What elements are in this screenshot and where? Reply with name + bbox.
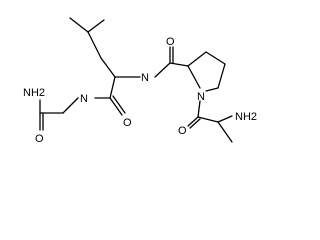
bond-ring-n-to-carbonyl [197, 100, 201, 118]
bond-ring-cb-to-cg [205, 51, 226, 65]
atom-o-leu-label: O [123, 117, 132, 129]
molecule-structure-diagram: O N N O NH2 N O NH2 O [23, 17, 257, 145]
bond-ala-carbonyl-o [187, 116, 199, 127]
bond-ala-alpha-to-methyl [217, 121, 233, 143]
bond-ring-cd-to-n [205, 87, 219, 92]
bond-ring-alpha-to-n [187, 65, 201, 89]
bond-leu-alpha-to-carbonyl [109, 76, 116, 99]
pyrrolidine-ring [187, 51, 226, 92]
glycinamide-fragment [39, 97, 79, 131]
leucine-side-chain [69, 17, 116, 78]
bond-n-to-gly-ch2 [62, 97, 79, 114]
bond-ala-alpha-to-nh2 [217, 115, 233, 123]
atom-nh2-gly-label: NH2 [23, 87, 45, 99]
alanyl-fragment [187, 100, 233, 143]
atom-nh2-ala-label: NH2 [235, 111, 257, 123]
proline-carbonyl [154, 46, 189, 78]
bond-isobutyl-ch2 [100, 57, 116, 78]
bond-amide-n-to-carbonyl [154, 62, 171, 78]
bond-leu-carbonyl-o [109, 97, 123, 116]
bond-ala-carbonyl-o-double [189, 118, 201, 129]
atom-o-ala-label: O [178, 125, 187, 137]
bond-isobutyl-ch [87, 31, 102, 59]
atom-o-top-label: O [166, 36, 175, 48]
leucine-backbone [94, 76, 141, 116]
bond-carbonyl-to-pro-alpha [169, 62, 189, 67]
bond-isobutyl-methyl-right [87, 19, 105, 33]
atom-o-gly-label: O [35, 133, 44, 145]
bond-isobutyl-methyl-left [69, 17, 89, 33]
bond-ring-alpha-to-cb [187, 51, 207, 67]
bond-leu-carbonyl-o-double [112, 95, 126, 114]
atom-n-amide-top-label: N [141, 72, 149, 84]
atom-n-leu-label: N [80, 93, 88, 105]
bond-ala-carbonyl-to-alpha [197, 116, 219, 123]
atom-n-ring-label: N [197, 91, 205, 103]
bond-ring-cg-to-cd [217, 63, 226, 89]
